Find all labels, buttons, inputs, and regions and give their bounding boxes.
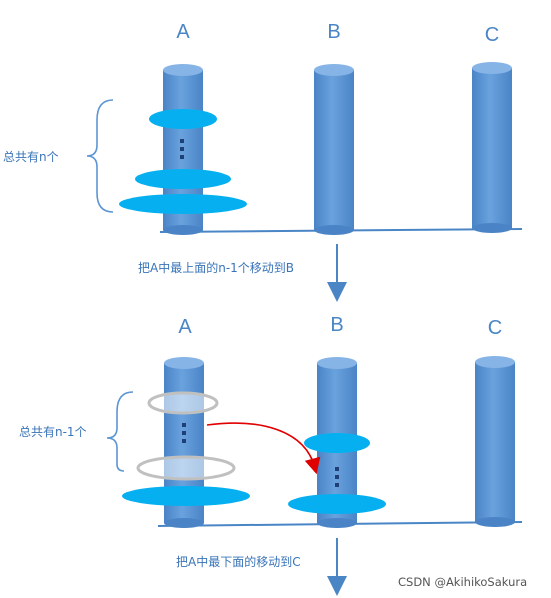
- top-count-label: 总共有n个: [3, 150, 59, 164]
- bottom-disk-b-2: [288, 494, 386, 514]
- top-disk-2: [135, 169, 231, 189]
- bottom-peg-label-b: B: [330, 314, 343, 336]
- bottom-peg-label-a: A: [178, 316, 192, 338]
- bottom-peg-label-c: C: [488, 317, 502, 339]
- watermark: CSDN @AkihikoSakura: [398, 575, 527, 589]
- top-ellipsis-dots: [180, 139, 184, 159]
- move-arrow: [206, 422, 321, 475]
- top-peg-label-c: C: [485, 24, 499, 46]
- bottom-disk-large: [122, 486, 250, 506]
- top-brace: [86, 99, 114, 213]
- bottom-ellipsis-dots-a: [182, 423, 186, 443]
- top-peg-c: [472, 62, 512, 233]
- bottom-step-label: 把A中最下面的移动到C: [176, 554, 301, 569]
- top-peg-label-a: A: [176, 21, 190, 43]
- bottom-count-label: 总共有n-1个: [19, 425, 87, 439]
- top-peg-b: [314, 64, 354, 235]
- top-disk-1: [149, 109, 217, 129]
- bottom-ghost-disk-1: [147, 391, 219, 415]
- top-step-label: 把A中最上面的n-1个移动到B: [138, 260, 294, 275]
- bottom-brace: [106, 391, 134, 472]
- bottom-ghost-disk-2: [136, 455, 236, 481]
- bottom-ellipsis-dots-b: [335, 467, 339, 487]
- top-panel: A B C: [3, 21, 523, 302]
- bottom-panel: A B C: [19, 314, 523, 596]
- bottom-disk-b-1: [304, 433, 370, 453]
- top-peg-label-b: B: [327, 21, 340, 43]
- bottom-peg-c: [475, 356, 515, 527]
- top-disk-3: [119, 194, 247, 214]
